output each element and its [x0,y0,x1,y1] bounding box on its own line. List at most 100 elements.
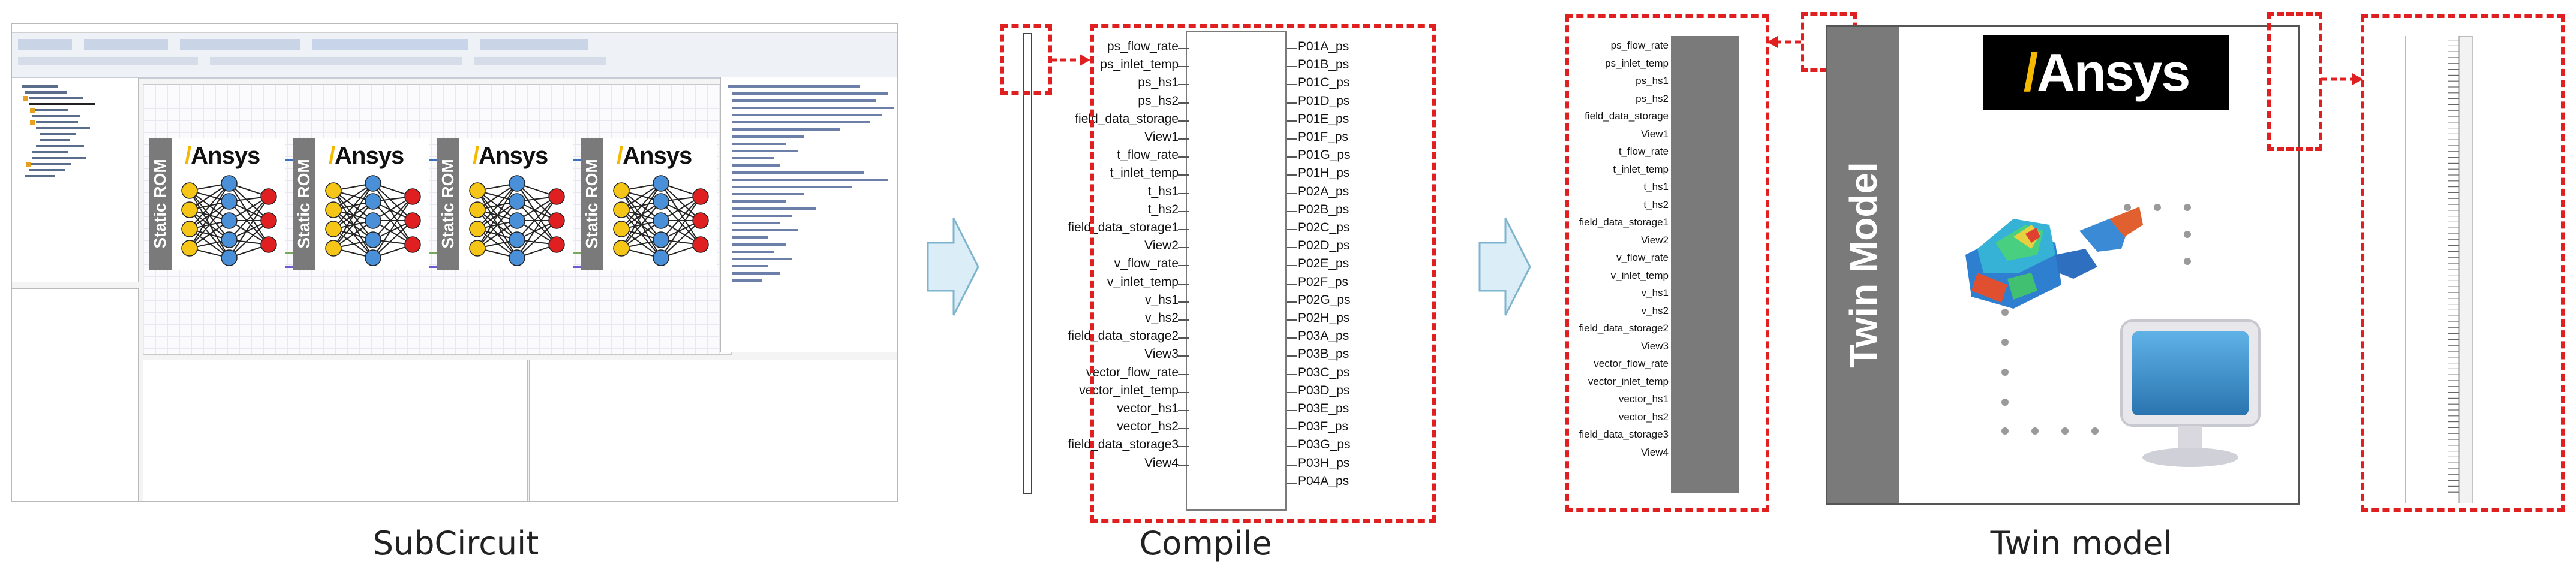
output-pin-label: P02D_ps [1298,239,1350,253]
pin-tick [2448,485,2459,487]
pin-tick [2448,186,2459,188]
twin-pin-label: vector_hs1 [1618,393,1669,405]
static-rom-block[interactable]: Static ROM /Ansys [293,138,429,270]
output-pin-label: P01G_ps [1298,148,1351,162]
twin-output-pin-strip [2405,36,2473,503]
pin-tick [1178,66,1189,68]
pin-tick [1287,283,1297,285]
input-pin-label: ps_hs1 [1138,76,1179,90]
input-pin-label: v_flow_rate [1114,257,1179,271]
output-pin-label: P02E_ps [1298,257,1349,271]
twin-component-body [1671,36,1739,493]
connector-dot [2001,339,2009,346]
neuron-node [221,231,238,248]
twin-pin-label: View2 [1641,234,1669,246]
twin-model-label: Twin Model [1842,162,1885,368]
output-pin-label: P03B_ps [1298,347,1349,361]
flow-arrow-icon [1478,218,1531,316]
neuron-node [509,249,525,266]
connector-dot [2001,309,2009,316]
pin-tick [1178,48,1189,49]
input-pin-label: t_inlet_temp [1110,166,1179,180]
pin-tick [1287,265,1297,267]
ansys-logo: /Ansys [473,143,548,169]
neuron-node [365,249,381,266]
pin-tick [1287,464,1297,466]
output-log-pane[interactable] [720,77,897,352]
pin-tick [1178,410,1189,411]
pin-tick [1287,337,1297,339]
twin-pin-label: View4 [1641,446,1669,458]
highlight-box [2361,14,2565,512]
connector-dot [2184,258,2191,265]
pin-tick [1178,192,1189,194]
twin-model-card[interactable]: Twin Model /Ansys [1826,25,2300,505]
pin-tick [1287,428,1297,430]
pin-tick [2448,80,2459,82]
pin-tick [1178,319,1189,321]
project-tree-pane[interactable] [12,78,139,282]
input-pin-label: t_hs1 [1147,184,1179,198]
input-pin-label: field_data_storage3 [1068,438,1179,452]
pin-tick [2448,427,2459,428]
output-pin-label: P01F_ps [1298,130,1349,144]
bottom-right-pane[interactable] [529,360,897,501]
input-pin-label: v_hs2 [1144,311,1179,325]
ansys-logo: /Ansys [185,143,260,169]
pin-tick [1178,283,1189,285]
input-pin-label: ps_hs2 [1138,94,1179,108]
pin-tick [2448,57,2459,58]
pin-tick [1178,446,1189,448]
wire [161,159,701,161]
connector-dot [2061,427,2069,435]
rom-label: Static ROM [294,159,313,249]
pin-tick [2448,403,2459,405]
connector-dot [2001,399,2009,406]
neuron-node [613,240,630,257]
pin-tick [2448,321,2459,322]
bottom-left-pane[interactable] [143,360,528,501]
output-pin-label: P03C_ps [1298,365,1350,379]
output-pin-label: P02B_ps [1298,202,1349,216]
neuron-node [260,236,277,253]
output-pin-label: P02A_ps [1298,184,1349,198]
pin-tick [1178,156,1189,158]
ansys-logo: /Ansys [617,143,692,169]
twin-pin-label: v_hs2 [1641,304,1669,316]
neuron-node [613,182,630,199]
static-rom-block[interactable]: Static ROM /Ansys [437,138,573,270]
pin-tick [1287,410,1297,411]
menu-bar [12,24,897,33]
rom-side-bar: Static ROM [149,138,172,270]
pin-tick [2448,409,2459,411]
neuron-node [469,201,486,218]
output-pin-label: P02F_ps [1298,275,1349,289]
connector-dot [2091,427,2099,435]
rom-side-bar: Static ROM [293,138,315,270]
pin-tick [1178,174,1189,176]
rom-label: Static ROM [151,159,169,249]
pin-tick [1287,247,1297,249]
neuron-node [404,212,421,229]
input-pin-label: t_hs2 [1147,202,1179,216]
pin-tick [2448,69,2459,70]
static-rom-block[interactable]: Static ROM /Ansys [149,138,285,270]
callout-arrow-icon [1051,54,1090,66]
pin-tick [1287,48,1297,49]
static-rom-block[interactable]: Static ROM /Ansys [581,138,717,270]
twin-pin-label: t_inlet_temp [1613,163,1669,175]
pin-tick [1178,265,1189,267]
pin-tick [1287,301,1297,303]
input-pin-label: vector_flow_rate [1086,365,1179,379]
properties-pane[interactable] [12,288,139,501]
pin-tick [1178,391,1189,393]
pin-tick [1178,464,1189,466]
pin-tick [1178,428,1189,430]
neuron-node [221,175,238,192]
input-pin-label: View1 [1144,130,1179,144]
pin-tick [1287,373,1297,375]
input-pin-label: field_data_storage [1075,111,1179,126]
neuron-node [325,240,342,257]
compiled-block-thumbnail [1023,33,1032,494]
pin-tick [1287,174,1297,176]
